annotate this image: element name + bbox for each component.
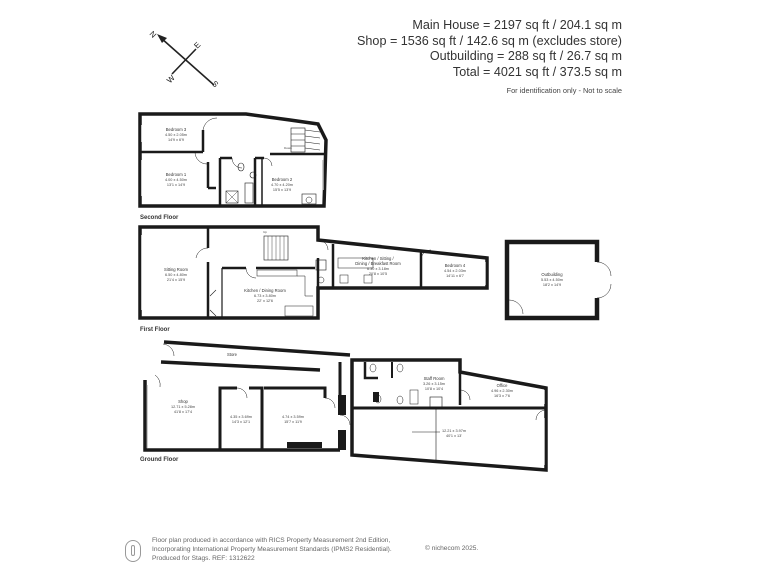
bedroom-3-metric: 4.50 x 2.05m <box>165 133 187 137</box>
footer-notes: Floor plan produced in accordance with R… <box>152 536 392 563</box>
outbuilding-name: Outbuilding <box>541 272 563 277</box>
footer-line-1: Floor plan produced in accordance with R… <box>152 537 391 544</box>
compass-s: S <box>210 79 220 89</box>
copyright: © nichecom 2025. <box>425 545 479 552</box>
office-name: Office <box>497 383 509 388</box>
bedroom-2-metric: 4.70 x 4.20m <box>271 183 293 187</box>
kitchen-dining-name: Kitchen / Dining Room <box>244 288 286 293</box>
staff-room-imperial: 10'8 x 10'4 <box>425 387 443 391</box>
bedroom-1-name: Bedroom 1 <box>166 172 187 177</box>
sitting-room-metric: 6.50 x 4.80m <box>165 273 187 277</box>
footer-line-3: Produced for Stags. REF: 1312622 <box>152 555 255 562</box>
staff-room-metric: 3.26 x 3.15m <box>423 382 445 386</box>
compass-n: N <box>148 29 159 40</box>
second-floor-label: Second Floor <box>140 215 179 221</box>
kitchen-breakfast-imperial: 20'8 x 10'5 <box>369 272 387 276</box>
shop-area: Shop = 1536 sq ft / 142.6 sq m (excludes… <box>357 33 622 48</box>
outbuilding-metric: 5.53 x 4.50m <box>541 278 563 282</box>
store-name: Store <box>227 352 238 357</box>
sitting-room-imperial: 21'4 x 15'9 <box>167 278 185 282</box>
kitchen-breakfast-name-1: Kitchen / Sitting / <box>362 256 394 261</box>
second-floor-plan <box>138 112 328 208</box>
stairs-up-label: Up <box>263 230 267 234</box>
kitchen-dining-imperial: 22' x 12'6 <box>257 299 273 303</box>
nichecom-logo-icon <box>125 540 141 562</box>
area-summary: Main House = 2197 sq ft / 204.1 sq m Sho… <box>357 18 622 99</box>
compass-icon: N E W S <box>148 29 220 89</box>
outbuilding-plan <box>504 239 612 321</box>
bedroom-2-name: Bedroom 2 <box>272 177 293 182</box>
outbuilding-area: Outbuilding = 288 sq ft / 26.7 sq m <box>429 49 622 63</box>
room-a-imperial: 14'3 x 12'1 <box>232 420 250 424</box>
main-house-area: Main House = 2197 sq ft / 204.1 sq m <box>412 18 622 32</box>
kitchen-dining-metric: 6.73 x 3.80m <box>254 294 276 298</box>
kitchen-breakfast-metric: 6.30 x 3.18m <box>367 267 389 271</box>
first-floor-plan <box>138 225 489 320</box>
outbuilding-imperial: 18'2 x 14'9 <box>543 283 561 287</box>
compass-w: W <box>165 73 177 85</box>
footer-line-2: Incorporating International Property Mea… <box>152 546 392 553</box>
room-a-metric: 4.35 x 3.69m <box>230 415 252 419</box>
bedroom-3-imperial: 14'9 x 6'9 <box>168 138 184 142</box>
bedroom-4-name: Bedroom 4 <box>445 263 466 268</box>
office-imperial: 16'3 x 7'6 <box>494 394 510 398</box>
first-floor-label: First Floor <box>140 327 170 333</box>
bedroom-1-metric: 4.00 x 4.50m <box>165 178 187 182</box>
room-b-imperial: 15'7 x 11'9 <box>284 420 302 424</box>
bedroom-4-imperial: 14'11 x 6'7 <box>446 274 464 278</box>
staff-room-name: Staff Room <box>424 376 445 381</box>
kitchen-breakfast-name-2: Dining / Breakfast Room <box>355 261 401 266</box>
total-area: Total = 4021 sq ft / 373.5 sq m <box>452 64 622 79</box>
compass-e: E <box>192 40 202 50</box>
sitting-room-name: Sitting Room <box>164 267 188 272</box>
bedroom-4-metric: 4.54 x 2.03m <box>444 269 466 273</box>
scale-note: For identification only - Not to scale <box>506 86 622 95</box>
room-c-metric: 12.21 x 3.97m <box>442 429 466 433</box>
office-metric: 4.96 x 2.30m <box>491 389 513 393</box>
ground-floor-plan <box>143 340 548 472</box>
room-c-imperial: 40'1 x 13' <box>446 434 462 438</box>
bedroom-2-imperial: 15'5 x 13'9 <box>273 188 291 192</box>
bedroom-3-name: Bedroom 3 <box>166 127 187 132</box>
room-b-metric: 4.74 x 3.59m <box>282 415 304 419</box>
shop-imperial: 41'8 x 17'4 <box>174 410 192 414</box>
stairs-down-label: Down <box>284 146 292 150</box>
ground-floor-label: Ground Floor <box>140 457 179 463</box>
shop-metric: 12.71 x 5.28m <box>171 405 195 409</box>
bedroom-1-imperial: 13'1 x 14'9 <box>167 183 185 187</box>
shop-name: Shop <box>178 399 188 404</box>
